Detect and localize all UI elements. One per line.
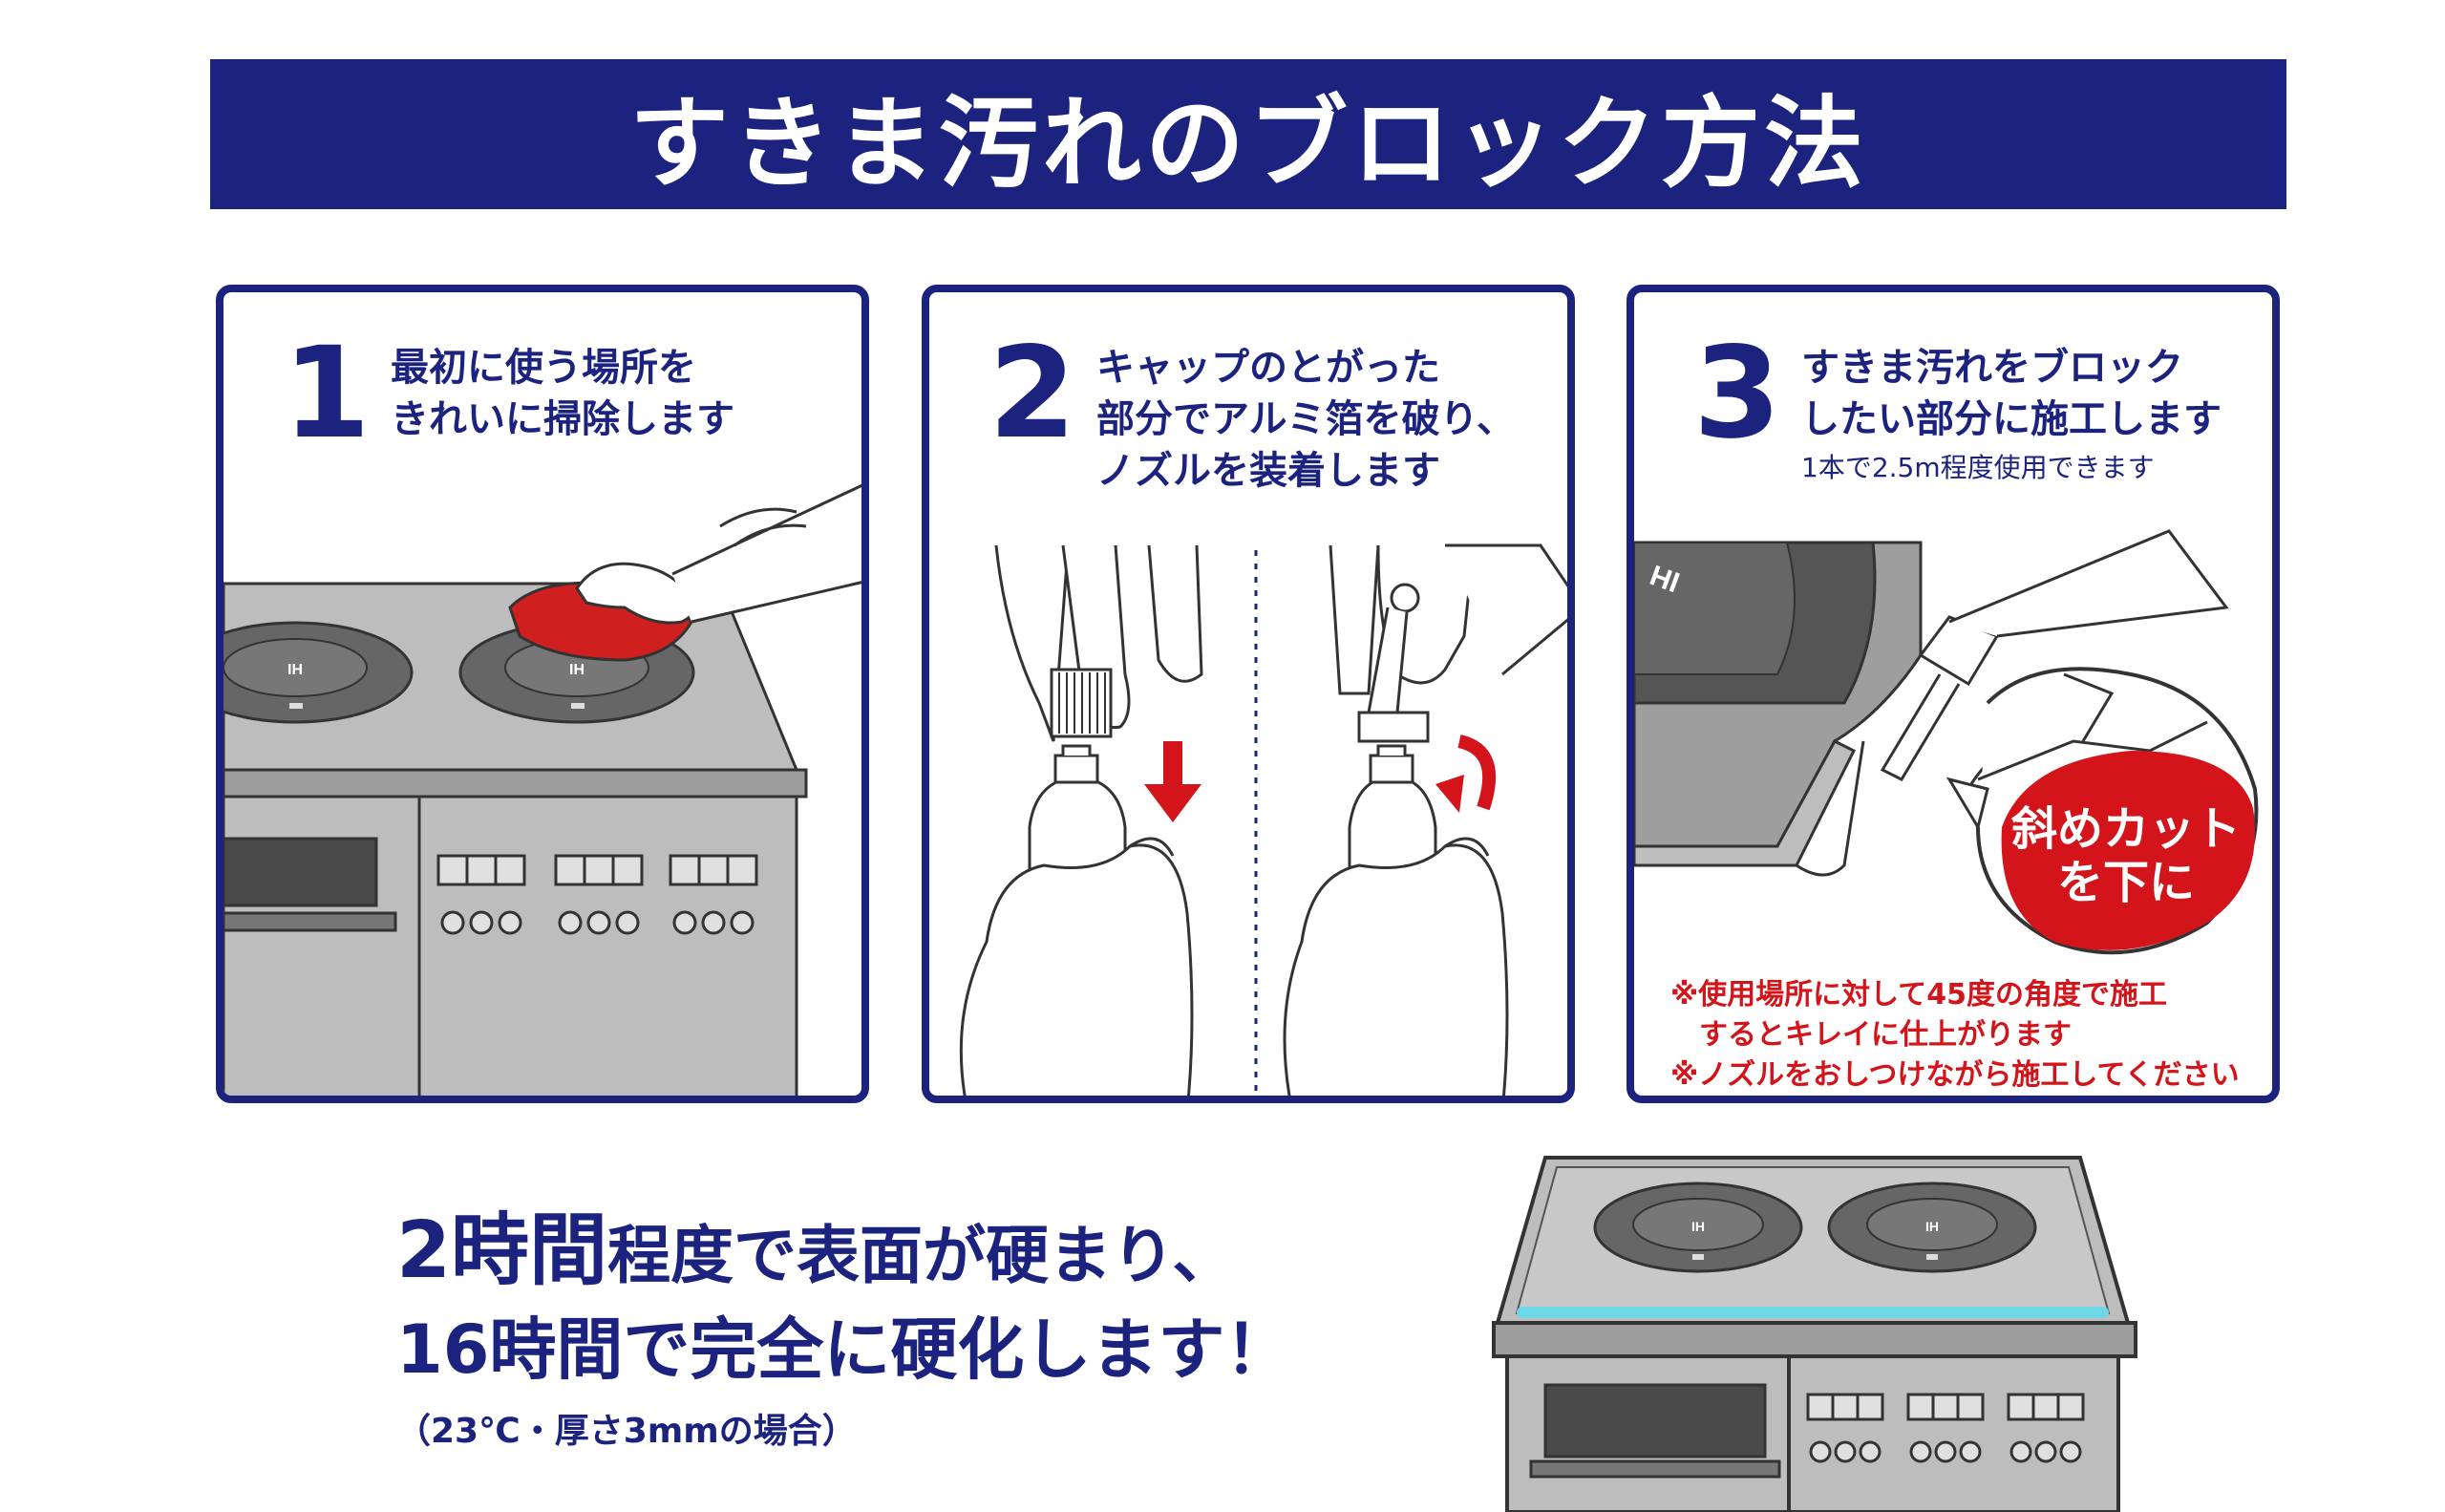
ih-label: IH <box>1691 1219 1705 1234</box>
step-number: 1 <box>283 320 371 467</box>
bubble-text: を下に <box>2057 856 2195 909</box>
step-panel-2: 2 キャップのとがった 部分でアルミ箔を破り、 ノズルを装着します <box>922 285 1575 1103</box>
ih-label: IH <box>1925 1219 1939 1234</box>
ih-label: IH <box>569 662 585 678</box>
illustration-applying-sealant: IH 斜めカット を下に <box>1634 529 2259 955</box>
curing-condition: （23℃・厚さ3mmの場合） <box>396 1412 857 1451</box>
step-description: すきま汚れをブロック したい部分に施工します <box>1801 346 2222 441</box>
step-panel-1: IH IH 1 最初に使う場所を きれいに掃除します <box>216 285 869 1103</box>
illustration-attaching-nozzle <box>959 543 1567 1096</box>
illustration-cleaning-stove: IH IH <box>223 483 861 1096</box>
curing-info: 2時間程度で表面が硬まり、 16時間で完全に硬化します！ （23℃・厚さ3mmの… <box>396 1205 1291 1453</box>
caution-notes: ※使用場所に対して45度の角度で施工 するとキレイに仕上がります ※ノズルをおし… <box>1670 978 2240 1092</box>
step-description: キャップのとがった 部分でアルミ箔を破り、 ノズルを装着します <box>1096 346 1515 493</box>
page-title: すきま汚れのブロック方法 <box>210 59 2286 209</box>
bubble-text: 斜めカット <box>2011 802 2241 856</box>
step-description: 最初に使う場所を きれいに掃除します <box>391 346 734 441</box>
curing-line-2: 16時間で完全に硬化します！ <box>396 1310 1292 1389</box>
usage-note: 1本で2.5m程度使用できます <box>1801 452 2155 483</box>
ih-label: IH <box>287 662 303 678</box>
step-number: 3 <box>1693 320 1781 467</box>
curing-line-1: 2時間程度で表面が硬まり、 <box>396 1205 1236 1296</box>
step-panel-3: IH 斜めカット を下に 3 すきま汚れをブロック したい部分に施工します 1本… <box>1626 285 2280 1103</box>
step-number: 2 <box>989 320 1076 467</box>
illustration-finished-stove: IH IH <box>1492 1156 2137 1512</box>
